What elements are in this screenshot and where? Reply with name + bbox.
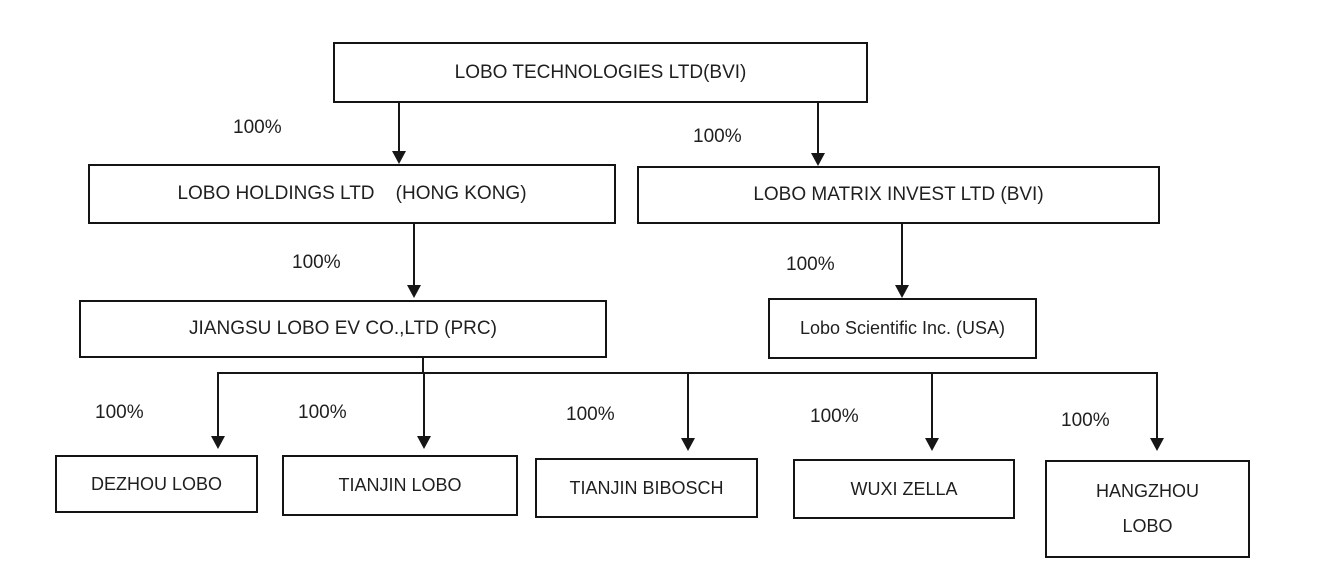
node-lobo-matrix-invest: LOBO MATRIX INVEST LTD (BVI): [637, 166, 1160, 224]
ownership-label: 100%: [298, 402, 347, 423]
node-label: JIANGSU LOBO EV CO.,LTD (PRC): [189, 318, 497, 339]
connector-jiangsu-stem: [422, 358, 424, 374]
node-label: LOBO TECHNOLOGIES LTD(BVI): [454, 61, 747, 83]
arrowhead: [392, 151, 406, 164]
node-label: WUXI ZELLA: [850, 478, 958, 499]
node-hangzhou-lobo: HANGZHOU LOBO: [1045, 460, 1250, 558]
connector-jiangsu-hangzhou: [1156, 372, 1158, 439]
arrowhead: [211, 436, 225, 449]
node-label: TIANJIN LOBO: [338, 475, 462, 495]
node-label: DEZHOU LOBO: [90, 473, 223, 494]
node-tianjin-lobo: TIANJIN LOBO: [282, 455, 518, 516]
arrowhead: [811, 153, 825, 166]
node-label: LOBO MATRIX INVEST LTD (BVI): [753, 184, 1044, 205]
ownership-label: 100%: [786, 254, 835, 275]
connector-holdings-jiangsu: [413, 224, 415, 286]
node-lobo-scientific: Lobo Scientific Inc. (USA): [768, 298, 1037, 359]
node-tianjin-bibosch: TIANJIN BIBOSCH: [535, 458, 758, 518]
ownership-label: 100%: [95, 402, 144, 423]
node-dezhou-lobo: DEZHOU LOBO: [55, 455, 258, 513]
node-label: Lobo Scientific Inc. (USA): [799, 318, 1006, 338]
node-lobo-holdings: LOBO HOLDINGS LTD (HONG KONG): [88, 164, 616, 224]
arrowhead: [895, 285, 909, 298]
arrowhead: [681, 438, 695, 451]
node-label: TIANJIN BIBOSCH: [569, 477, 724, 498]
ownership-label: 100%: [233, 117, 282, 138]
connector-jiangsu-wuxi: [931, 372, 933, 439]
arrowhead: [1150, 438, 1164, 451]
connector-jiangsu-bibosch: [687, 372, 689, 439]
ownership-label: 100%: [566, 404, 615, 425]
connector-matrix-scientific: [901, 224, 903, 286]
ownership-label: 100%: [810, 406, 859, 427]
arrowhead: [407, 285, 421, 298]
ownership-label: 100%: [292, 252, 341, 273]
ownership-label: 100%: [693, 126, 742, 147]
node-label: HANGZHOU LOBO: [1096, 480, 1199, 536]
node-label: LOBO HOLDINGS LTD (HONG KONG): [177, 183, 527, 204]
connector-jiangsu-tianjin-lobo: [423, 372, 425, 437]
connector-technologies-matrix: [817, 103, 819, 155]
ownership-label: 100%: [1061, 410, 1110, 431]
connector-technologies-holdings: [398, 103, 400, 153]
connector-jiangsu-dezhou: [217, 372, 219, 437]
arrowhead: [417, 436, 431, 449]
node-lobo-technologies: LOBO TECHNOLOGIES LTD(BVI): [333, 42, 868, 103]
node-wuxi-zella: WUXI ZELLA: [793, 459, 1015, 519]
node-jiangsu-lobo-ev: JIANGSU LOBO EV CO.,LTD (PRC): [79, 300, 607, 358]
arrowhead: [925, 438, 939, 451]
